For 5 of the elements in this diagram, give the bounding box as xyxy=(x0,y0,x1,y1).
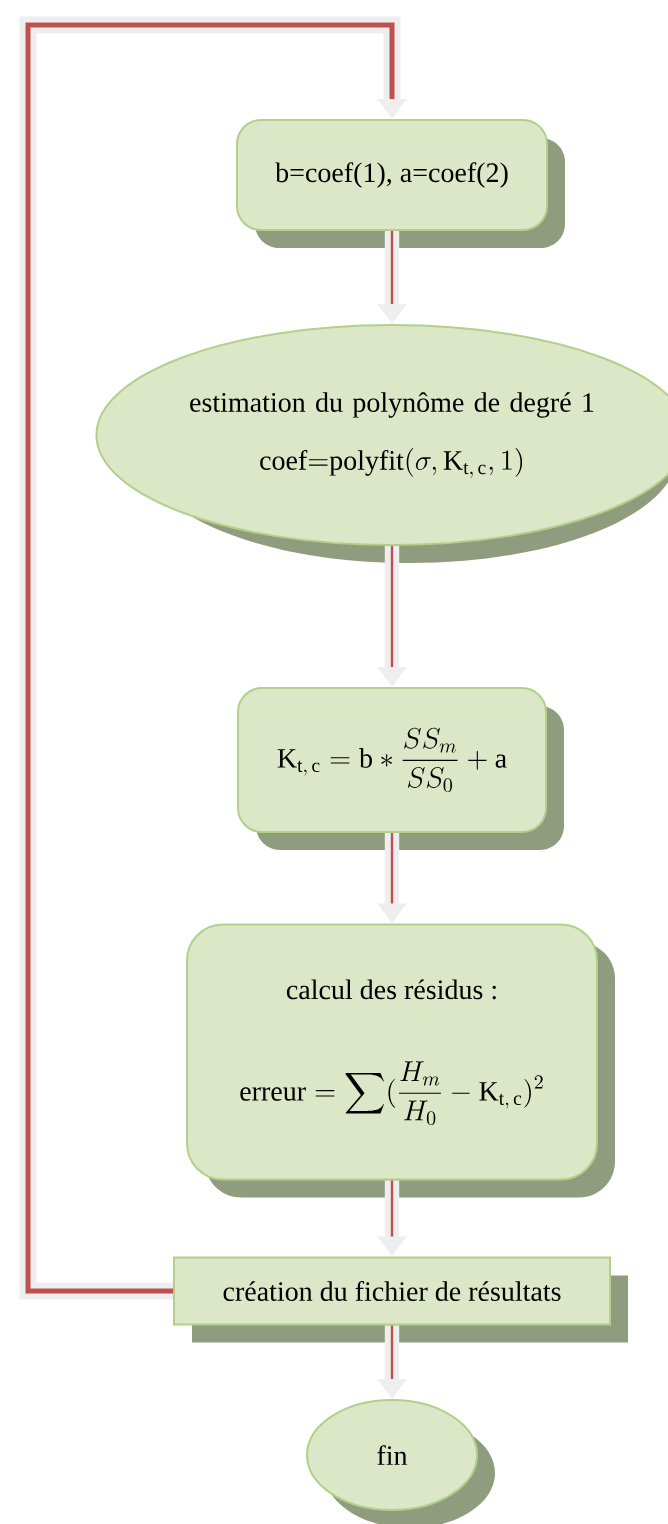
process-box: $\mathrm{K}_{\mathrm{t,\,c}} = \mathrm{b} * \frac{SS_{m}}{SS_{0}} + \mathrm{a}$ xyxy=(237,687,564,850)
process-box: création du fichier de résultats xyxy=(173,1256,628,1343)
process-box: calcul des résidus : $\mathrm{erreur} = \sum(\frac{H_{m}}{H_{0}} - \mathrm{K}_{\mathrm{t,\,c}})^{2}$ xyxy=(186,923,615,1198)
arrow xyxy=(19,16,407,1300)
process-box: b=coef(1), a=coef(2) xyxy=(236,119,565,248)
